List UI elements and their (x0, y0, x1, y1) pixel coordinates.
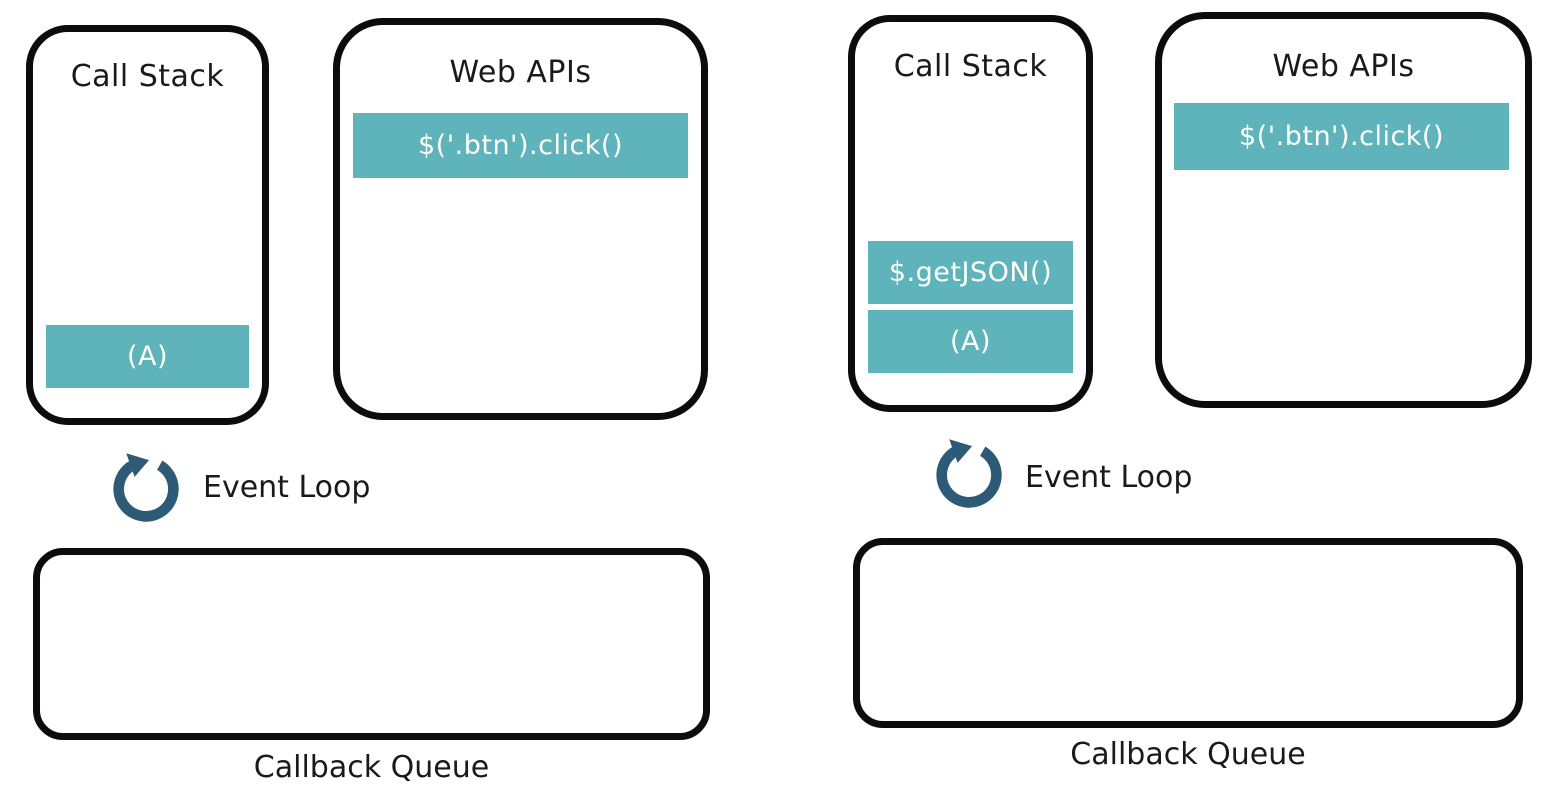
call-stack-title: Call Stack (893, 49, 1048, 84)
call-stack-box: Call Stack (A) (26, 25, 269, 425)
web-api-task: $('.btn').click() (1174, 103, 1509, 170)
call-stack-frames: (A) (46, 325, 249, 388)
callback-queue-box (33, 548, 710, 740)
web-apis-title: Web APIs (1272, 49, 1415, 84)
event-loop-label: Event Loop (203, 470, 371, 505)
web-apis-title: Web APIs (449, 55, 592, 90)
call-stack-title: Call Stack (70, 59, 225, 94)
stack-frame: (A) (46, 325, 249, 388)
stack-frame: $.getJSON() (868, 241, 1073, 304)
web-apis-tasks: $('.btn').click() (353, 113, 688, 178)
event-loop-label: Event Loop (1025, 460, 1193, 495)
web-api-task: $('.btn').click() (353, 113, 688, 178)
call-stack-box: Call Stack $.getJSON() (A) (848, 15, 1093, 412)
web-apis-tasks: $('.btn').click() (1174, 103, 1509, 170)
circular-arrow-icon (936, 439, 1002, 508)
callback-queue-label: Callback Queue (253, 750, 490, 785)
call-stack-frames: $.getJSON() (A) (868, 241, 1073, 373)
callback-queue-label: Callback Queue (1070, 737, 1306, 772)
callback-queue-box (853, 538, 1523, 728)
web-apis-box: Web APIs $('.btn').click() (333, 18, 708, 420)
circular-arrow-icon (113, 453, 179, 522)
stack-frame: (A) (868, 310, 1073, 373)
web-apis-box: Web APIs $('.btn').click() (1155, 12, 1532, 408)
